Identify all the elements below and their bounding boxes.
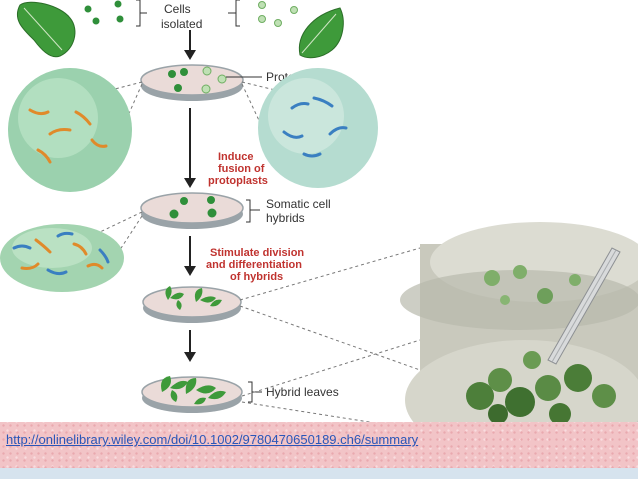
petri-dish-hybrid-leaves [141, 376, 243, 413]
arrow-3 [184, 236, 196, 276]
induce-fusion-line3: protoplasts [208, 175, 268, 187]
arrow-2 [184, 108, 196, 188]
induce-fusion-line1: Induce [218, 151, 253, 163]
right-cells-group [258, 1, 298, 27]
petri-dish-protoplasts [140, 64, 244, 101]
right-leaf-icon [298, 7, 344, 59]
stimulate-line3: of hybrids [230, 271, 283, 283]
somatic-hybrids-label-line2: hybrids [266, 211, 305, 225]
hybrid-leaves-label: Hybrid leaves [266, 385, 339, 399]
somatic-hybrids-label-line1: Somatic cell [266, 197, 331, 211]
cells-isolated-label-line2: isolated [161, 17, 202, 31]
petri-dish-hybrids [140, 192, 244, 229]
magnified-protoplast-right [258, 68, 378, 188]
left-bracket [136, 0, 147, 27]
stimulate-line2: and differentiation [206, 259, 302, 271]
induce-fusion-line2: fusion of [218, 163, 265, 175]
magnified-protoplast-left [8, 68, 132, 192]
petri-dish-plantlets [142, 286, 242, 323]
stimulate-line1: Stimulate division [210, 247, 304, 259]
right-bracket [228, 0, 240, 27]
arrow-1 [184, 30, 196, 60]
cells-isolated-label-line1: Cells [164, 2, 191, 16]
bottom-strip [0, 468, 638, 479]
source-link-bar: http://onlinelibrary.wiley.com/doi/10.10… [0, 422, 638, 468]
source-link[interactable]: http://onlinelibrary.wiley.com/doi/10.10… [6, 432, 419, 447]
magnified-hybrid-cell [0, 224, 124, 292]
arrow-4 [184, 330, 196, 362]
left-cells-group [84, 0, 124, 25]
